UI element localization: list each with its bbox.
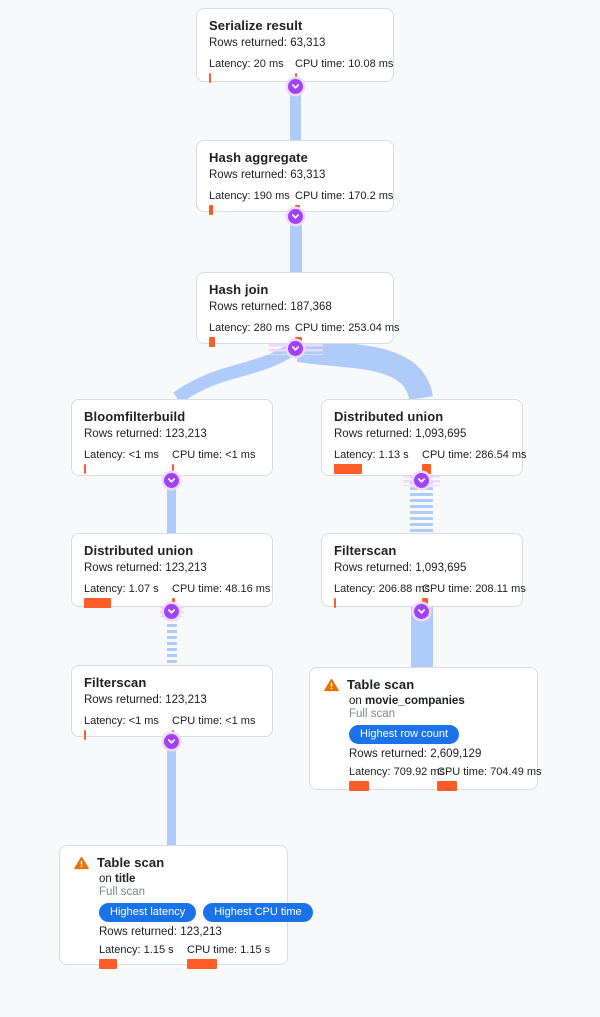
cpu-bar [422, 464, 431, 474]
plan-node-bloomfilterbuild[interactable]: Bloomfilterbuild Rows returned: 123,213 … [71, 399, 273, 476]
node-title: Table scan [97, 855, 165, 870]
latency-bar [209, 205, 213, 215]
latency-metric: Latency: 190 ms [209, 190, 295, 215]
latency-bar [84, 598, 111, 608]
edge-distributedunion-filterscan-right [410, 475, 433, 534]
edge-serialize-hashaggregate [290, 81, 301, 141]
edge-filterscan-tablescan-left [167, 736, 176, 846]
node-title: Table scan [347, 677, 415, 692]
cpu-metric: CPU time: 704.49 ms [437, 766, 542, 792]
node-title: Filterscan [334, 543, 397, 558]
latency-metric: Latency: 1.13 s [334, 449, 422, 474]
latency-metric: Latency: <1 ms [84, 449, 172, 474]
collapse-toggle-filterscan-right[interactable] [414, 604, 429, 619]
latency-bar [334, 464, 362, 474]
edge-filterscan-tablescan-right [411, 606, 433, 668]
plan-node-serialize-result[interactable]: Serialize result Rows returned: 63,313 L… [196, 8, 394, 83]
plan-node-table-scan-title[interactable]: Table scan on title Full scan Highest la… [59, 845, 313, 970]
chevron-down-icon [417, 478, 426, 483]
cpu-bar [187, 959, 217, 970]
latency-bar [334, 598, 336, 608]
cpu-metric: CPU time: 170.2 ms [295, 190, 393, 215]
plan-node-distributed-union-right[interactable]: Distributed union Rows returned: 1,093,6… [321, 399, 527, 476]
node-title: Bloomfilterbuild [84, 409, 186, 424]
rows-returned: Rows returned: 63,313 [209, 37, 326, 49]
latency-metric: Latency: <1 ms [84, 715, 172, 740]
cpu-bar [295, 73, 297, 83]
latency-metric: Latency: 1.15 s [99, 944, 187, 970]
latency-bar [209, 73, 211, 83]
node-title: Filterscan [84, 675, 147, 690]
chevron-down-icon [167, 739, 176, 744]
plan-node-filterscan-right[interactable]: Filterscan Rows returned: 1,093,695 Late… [321, 533, 526, 608]
node-title: Hash join [209, 282, 269, 297]
latency-metric: Latency: 20 ms [209, 58, 295, 83]
latency-metric: Latency: 1.07 s [84, 583, 172, 608]
cpu-bar [172, 598, 175, 608]
cpu-bar [172, 464, 174, 474]
latency-bar [349, 781, 369, 792]
cpu-bar [437, 781, 457, 792]
latency-bar [84, 464, 86, 474]
cpu-metric: CPU time: 1.15 s [187, 944, 275, 970]
rows-returned: Rows returned: 123,213 [84, 428, 207, 440]
cpu-metric: CPU time: <1 ms [172, 449, 260, 474]
warning-icon [324, 678, 339, 692]
edge-distributedunion-filterscan-left [167, 606, 177, 666]
edge-hashaggregate-hashjoin [290, 211, 302, 273]
chevron-down-icon [291, 84, 300, 89]
badge-highest-latency: Highest latency [99, 903, 197, 923]
scan-type: Full scan [349, 708, 396, 720]
collapse-toggle-distributed-union-left[interactable] [164, 604, 179, 619]
rows-returned: Rows returned: 63,313 [209, 169, 326, 181]
collapse-toggle-serialize-result[interactable] [288, 79, 303, 94]
cpu-metric: CPU time: <1 ms [172, 715, 260, 740]
node-title: Hash aggregate [209, 150, 308, 165]
rows-returned: Rows returned: 123,213 [99, 926, 222, 939]
badge-highest-row-count: Highest row count [349, 725, 460, 745]
node-title: Distributed union [84, 543, 194, 558]
table-name-line: on title [99, 873, 136, 885]
rows-returned: Rows returned: 123,213 [84, 562, 207, 574]
cpu-metric: CPU time: 48.16 ms [172, 583, 270, 608]
cpu-metric: CPU time: 253.04 ms [295, 322, 400, 347]
rows-returned: Rows returned: 123,213 [84, 694, 207, 706]
latency-bar [99, 959, 117, 970]
rows-returned: Rows returned: 2,609,129 [349, 748, 482, 761]
cpu-metric: CPU time: 10.08 ms [295, 58, 393, 83]
latency-bar [84, 730, 86, 740]
cpu-bar [422, 598, 428, 608]
latency-metric: Latency: 206.88 ms [334, 583, 430, 608]
chevron-down-icon [417, 609, 426, 614]
rows-returned: Rows returned: 187,368 [209, 301, 332, 313]
table-name-line: on movie_companies [349, 695, 465, 707]
plan-node-hash-join[interactable]: Hash join Rows returned: 187,368 Latency… [196, 272, 400, 347]
node-title: Serialize result [209, 18, 303, 33]
plan-node-filterscan-left[interactable]: Filterscan Rows returned: 123,213 Latenc… [71, 665, 273, 740]
plan-node-table-scan-movie-companies[interactable]: Table scan on movie_companies Full scan … [309, 667, 542, 792]
cpu-metric: CPU time: 208.11 ms [422, 583, 526, 608]
plan-node-hash-aggregate[interactable]: Hash aggregate Rows returned: 63,313 Lat… [196, 140, 394, 215]
collapse-toggle-bloomfilterbuild[interactable] [164, 473, 179, 488]
chevron-down-icon [167, 478, 176, 483]
rows-returned: Rows returned: 1,093,695 [334, 428, 467, 440]
collapse-toggle-filterscan-left[interactable] [164, 734, 179, 749]
scan-type: Full scan [99, 886, 146, 898]
node-title: Distributed union [334, 409, 444, 424]
latency-metric: Latency: 709.92 ms [349, 766, 445, 792]
chevron-down-icon [167, 609, 176, 614]
chevron-down-icon [291, 214, 300, 219]
warning-icon [74, 856, 89, 870]
latency-bar [209, 337, 215, 347]
cpu-metric: CPU time: 286.54 ms [422, 449, 527, 474]
badge-highest-cpu-time: Highest CPU time [203, 903, 313, 923]
chevron-down-icon [291, 346, 300, 351]
latency-metric: Latency: 280 ms [209, 322, 295, 347]
collapse-toggle-hash-aggregate[interactable] [288, 209, 303, 224]
collapse-toggle-distributed-union-right[interactable] [414, 473, 429, 488]
rows-returned: Rows returned: 1,093,695 [334, 562, 467, 574]
edge-bloomfilterbuild-distributedunion [167, 475, 176, 534]
plan-node-distributed-union-left[interactable]: Distributed union Rows returned: 123,213… [71, 533, 273, 608]
collapse-toggle-hash-join[interactable] [288, 341, 303, 356]
